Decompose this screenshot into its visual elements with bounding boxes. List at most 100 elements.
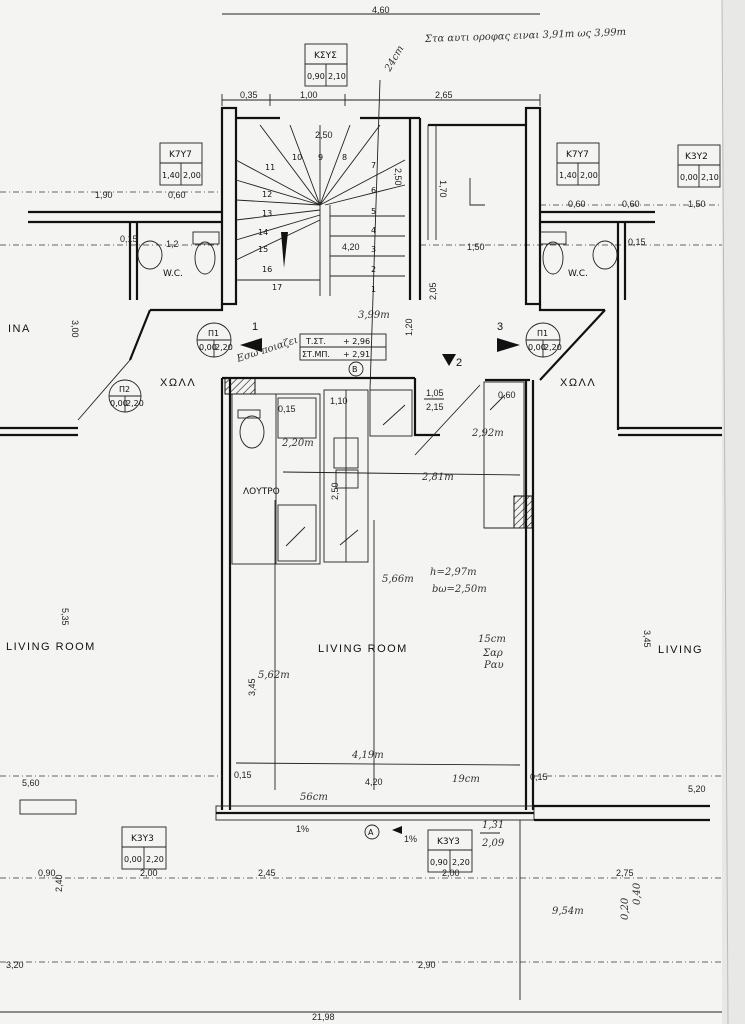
svg-text:0,00: 0,00 (110, 399, 128, 408)
dim-0-15-c: 0,15 (234, 770, 252, 780)
kitchen-counter: 1,10 2,50 (323, 389, 413, 563)
left-hall-label: ΧΩΛΛ (160, 377, 196, 389)
arrow-down-icon (442, 354, 456, 366)
left-hall: ΧΩΛΛ ΙΝΑ 3,00 (0, 304, 224, 437)
svg-text:2,10: 2,10 (328, 72, 346, 81)
hand-h-2-97m: h=2,97m (430, 567, 477, 578)
window-tag-top-left: Κ7Υ7 1,40 2,00 (159, 142, 203, 186)
svg-text:4,60: 4,60 (372, 5, 390, 15)
hand-1-31: 1,31 (482, 820, 504, 831)
dim-2-45: 2,45 (258, 868, 276, 878)
wardrobe: 0,60 (483, 381, 525, 529)
dim-0-60: 0,60 (168, 190, 186, 200)
hand-56cm: 56cm (300, 792, 328, 803)
step-3: 3 (371, 245, 376, 254)
window-tag-far-right: Κ3Υ2 0,00 2,10 (677, 144, 721, 188)
step-5: 5 (371, 207, 376, 216)
step-8: 8 (342, 153, 347, 162)
dim-2-00-a: 2,00 (140, 868, 158, 878)
level-box: Τ.ΣΤ. + 2,96 ΣΤ.ΜΠ. + 2,91 (299, 333, 387, 361)
svg-text:Κ3Υ2: Κ3Υ2 (685, 152, 708, 162)
dim-3-45-c: 3,45 (247, 678, 257, 696)
paper-edge (722, 0, 745, 1024)
svg-text:2,20: 2,20 (126, 399, 144, 408)
window-tag-bottom-left: Κ3Υ3 0,00 2,20 (121, 826, 167, 870)
dim-21-98: 21,98 (312, 1012, 335, 1022)
dim-1-05: 1,05 (426, 388, 444, 398)
window-tag-top-right: Κ7Υ7 1,40 2,00 (556, 142, 600, 186)
arrow-left-icon (240, 338, 262, 352)
step-4: 4 (371, 226, 376, 235)
svg-text:2,00: 2,00 (580, 171, 598, 180)
stairwell: 2,50 4,20 2,50 1,70 3,99m 24cm (220, 44, 542, 391)
dim-0-60-b: 0,60 (568, 199, 586, 209)
bottom-dimension-chain: 0,90 2,00 2,45 2,00 2,75 2,40 3,20 2,90 … (0, 820, 722, 1022)
svg-text:2,10: 2,10 (701, 173, 719, 182)
left-wc: 1,2 0,15 W.C. (28, 210, 222, 300)
svg-text:0,90: 0,90 (430, 858, 448, 867)
section-marker-3: 3 (497, 321, 520, 352)
dim-0-60-c: 0,60 (622, 199, 640, 209)
dim-3-45-r: 3,45 (642, 630, 652, 648)
dim-5-20: 5,20 (688, 784, 706, 794)
dim-2-75: 2,75 (616, 868, 634, 878)
dim-0-15-a: 0,15 (120, 234, 138, 244)
stair-dim-4-20: 4,20 (342, 242, 360, 252)
svg-text:Π1: Π1 (208, 329, 219, 338)
hand-5-66m: 5,66m (382, 574, 414, 585)
slope-arrow-icon (392, 826, 402, 834)
svg-text:Π2: Π2 (119, 385, 130, 394)
step-2: 2 (371, 265, 376, 274)
svg-text:2,00: 2,00 (183, 171, 201, 180)
pct-left: 1% (296, 824, 309, 834)
dim-0-90: 0,90 (38, 868, 56, 878)
hand-2-20m: 2,20m (281, 438, 314, 449)
hand-sar: Σαρ (482, 648, 503, 659)
dim-3-00: 3,00 (70, 320, 80, 338)
svg-text:+ 2,91: + 2,91 (343, 350, 370, 359)
svg-text:+ 2,96: + 2,96 (343, 337, 370, 346)
door-tag-p1-left: Π1 0,00 2,20 (196, 322, 233, 358)
svg-text:Τ.ΣΤ.: Τ.ΣΤ. (305, 337, 326, 346)
dim-chain-upper-left: 1,90 0,60 (0, 190, 222, 200)
marker-b: B (348, 361, 364, 377)
dim-0-20: 0,20 (620, 897, 631, 920)
center-living-room-label: LIVING ROOM (318, 643, 408, 655)
svg-text:2,20: 2,20 (544, 343, 562, 352)
step-9: 9 (318, 153, 323, 162)
dim-chain-upper-right: 0,60 0,60 1,50 (540, 199, 722, 209)
central-unit-walls (220, 376, 535, 810)
hand-19cm: 19cm (452, 774, 480, 785)
svg-text:2,20: 2,20 (452, 858, 470, 867)
svg-text:ΣΤ.ΜΠ.: ΣΤ.ΜΠ. (302, 350, 330, 359)
right-hall-label: ΧΩΛΛ (560, 377, 596, 389)
left-edge-label: ΙΝΑ (8, 323, 31, 335)
left-wc-label: W.C. (163, 269, 183, 279)
stair-top-width: 2,50 (315, 130, 333, 140)
dim-1-10: 1,10 (330, 396, 348, 406)
step-16: 16 (262, 265, 272, 274)
top-dimension-overall: 4,60 (222, 5, 540, 15)
dim-top-mid: 1,00 (300, 90, 318, 100)
svg-text:A: A (368, 828, 374, 837)
dim-1-2: 1,2 (166, 239, 179, 249)
svg-text:2: 2 (456, 357, 464, 369)
left-living-room-label: LIVING ROOM (6, 641, 96, 653)
dim-3-20: 3,20 (6, 960, 24, 970)
step-10: 10 (292, 153, 302, 162)
door-tag-p1-right: Π1 0,00 2,20 (525, 322, 562, 358)
svg-text:3: 3 (497, 321, 505, 333)
dim-2-40: 2,40 (54, 874, 64, 892)
svg-text:B: B (352, 365, 358, 374)
dim-1-50-b: 1,50 (467, 242, 485, 252)
top-dimension-chain: 0,35 1,00 2,65 (221, 90, 541, 106)
counter-arrow-icon (382, 404, 406, 426)
step-6: 6 (371, 186, 376, 195)
svg-text:0,00: 0,00 (199, 343, 217, 352)
step-14: 14 (258, 228, 268, 237)
dim-0-15-r: 0,15 (628, 237, 646, 247)
hand-9-54m: 9,54m (552, 906, 584, 917)
hand-15cm: 15cm (478, 634, 506, 645)
